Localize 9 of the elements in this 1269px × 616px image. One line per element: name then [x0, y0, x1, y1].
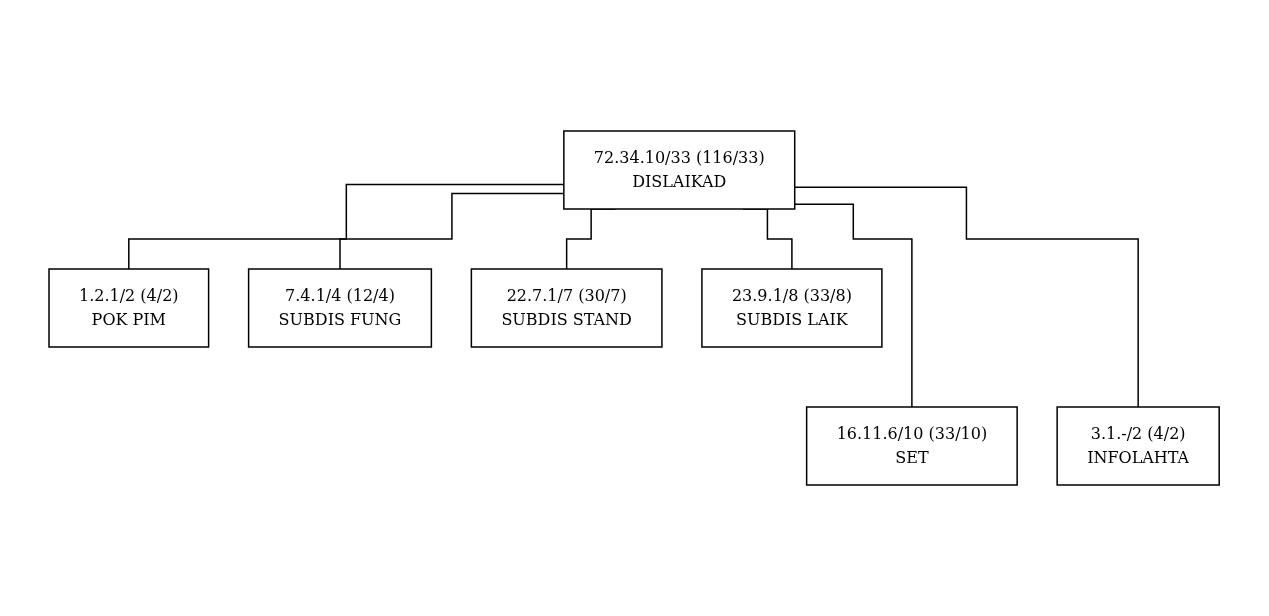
node-box: 23.9.1/8 (33/8) SUBDIS LAIK — [701, 268, 884, 348]
connector — [339, 192, 565, 270]
connector — [128, 183, 565, 270]
node-box: 16.11.6/10 (33/10) SET — [806, 406, 1019, 486]
node-box: 72.34.10/33 (116/33) DISLAIKAD — [563, 130, 796, 210]
node-box: 1.2.1/2 (4/2) POK PIM — [48, 268, 210, 348]
node-box: 22.7.1/7 (30/7) SUBDIS STAND — [471, 268, 664, 348]
node-box: 3.1.-/2 (4/2) INFOLAHTA — [1056, 406, 1221, 486]
node-box: 7.4.1/4 (12/4) SUBDIS FUNG — [248, 268, 433, 348]
